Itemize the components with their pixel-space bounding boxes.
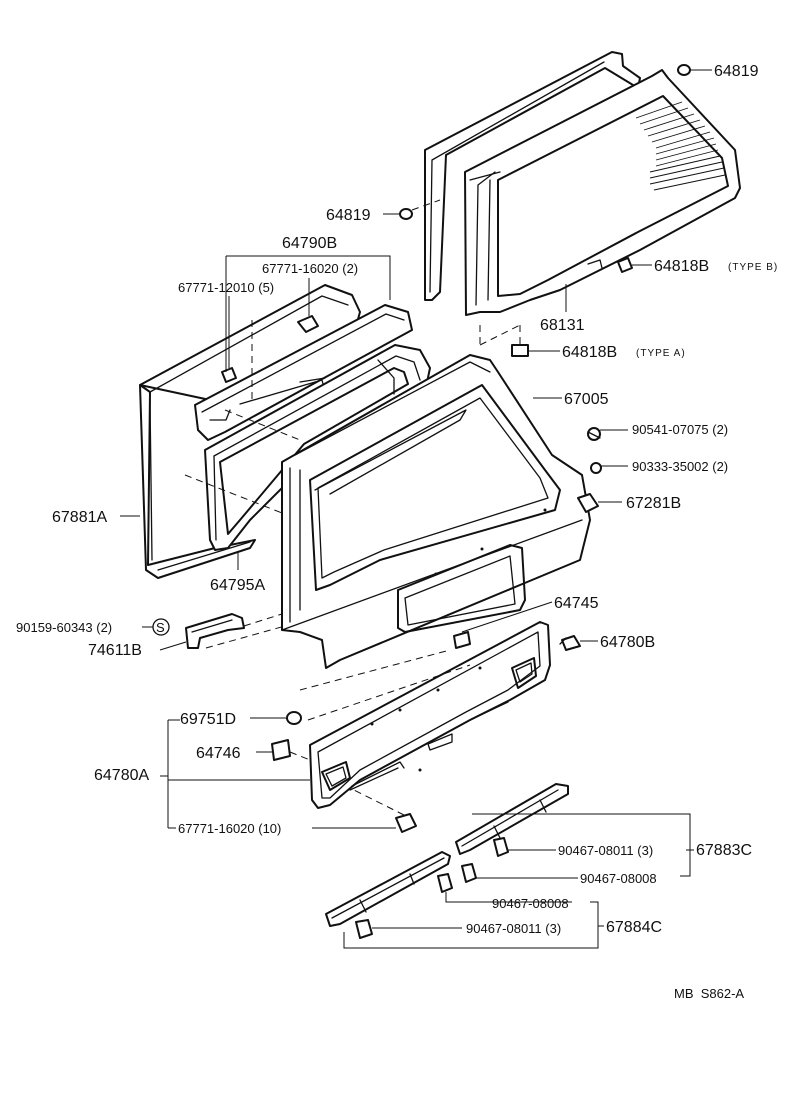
fastener-90467-08008-a: 90467-08008 [461,863,657,886]
label-64819-top: 64819 [714,63,759,80]
label-64790b: 64790B [282,235,337,252]
label-90159-60343: 90159-60343 (2) [16,620,112,635]
label-90541-07075: 90541-07075 (2) [632,422,728,437]
handle-74611b [185,613,286,649]
label-67771-16020-2: 67771-16020 (2) [262,261,358,276]
fastener-90541-07075: 90541-07075 (2) [587,422,728,441]
back-door-panel-67005 [281,354,591,669]
clip-64818b-type-a: 64818B (TYPE A) [479,324,686,361]
scuff-plate-67884c [325,851,451,927]
label-90467-08008-b: 90467-08008 [492,896,569,911]
fastener-90333-35002: 90333-35002 (2) [590,459,728,474]
label-90467-08011-a: 90467-08011 (3) [558,843,653,858]
label-64818b-type-a: 64818B [562,344,617,361]
label-67884c: 67884C [606,919,662,936]
label-67281b: 67281B [626,495,681,512]
fastener-90467-08011-a: 90467-08011 (3) [493,837,653,858]
back-door-glass-assembly [424,51,741,316]
fastener-90467-08011-b: 90467-08011 (3) [355,919,561,939]
label-64780b: 64780B [600,634,655,651]
label-74611b: 74611B [88,642,142,659]
clip-64819-left: 64819 [326,199,441,224]
label-67771-12010-5: 67771-12010 (5) [178,280,274,295]
clip-67771-16020-lower: 67771-16020 (10) [178,789,417,836]
label-64818b-type-b: 64818B [654,258,709,275]
symbol-s: S [156,620,165,635]
clip-64818b-type-b: 64818B (TYPE B) [617,257,778,275]
label-67883c: 67883C [696,842,752,859]
label-64795a: 64795A [210,577,265,594]
clip-64780b: 64780B [559,634,655,651]
label-67771-16020-10: 67771-16020 (10) [178,821,281,836]
plate-64745: 64745 [453,595,599,649]
label-67005: 67005 [564,391,609,408]
diagram-code: MB S862-A [674,986,744,1001]
label-90333-35002: 90333-35002 (2) [632,459,728,474]
trim-board-64780a [309,621,551,809]
clip-64819-top: 64819 [677,63,759,80]
scuff-plate-67883c [455,783,569,855]
label-64819-left: 64819 [326,207,371,224]
clip-69751d: 69751D [180,711,302,728]
label-90467-08011-b: 90467-08011 (3) [466,921,561,936]
label-69751d: 69751D [180,711,236,728]
label-90467-08008-a: 90467-08008 [580,871,657,886]
fastener-90467-08008-b: 90467-08008 [437,873,572,911]
screw-90159-60343: 90159-60343 (2) S [16,618,170,636]
label-67881a: 67881A [52,509,107,526]
label-68131: 68131 [540,317,585,334]
label-group-68131: 68131 [540,284,585,334]
clip-67771-16020-upper [297,278,319,333]
label-64780a: 64780A [94,767,149,784]
stopper-67281b: 67281B [577,493,681,513]
label-64745: 64745 [554,595,599,612]
note-type-a: (TYPE A) [636,348,686,359]
note-type-b: (TYPE B) [728,262,778,273]
pad-64746: 64746 [196,739,311,762]
label-64746: 64746 [196,745,241,762]
